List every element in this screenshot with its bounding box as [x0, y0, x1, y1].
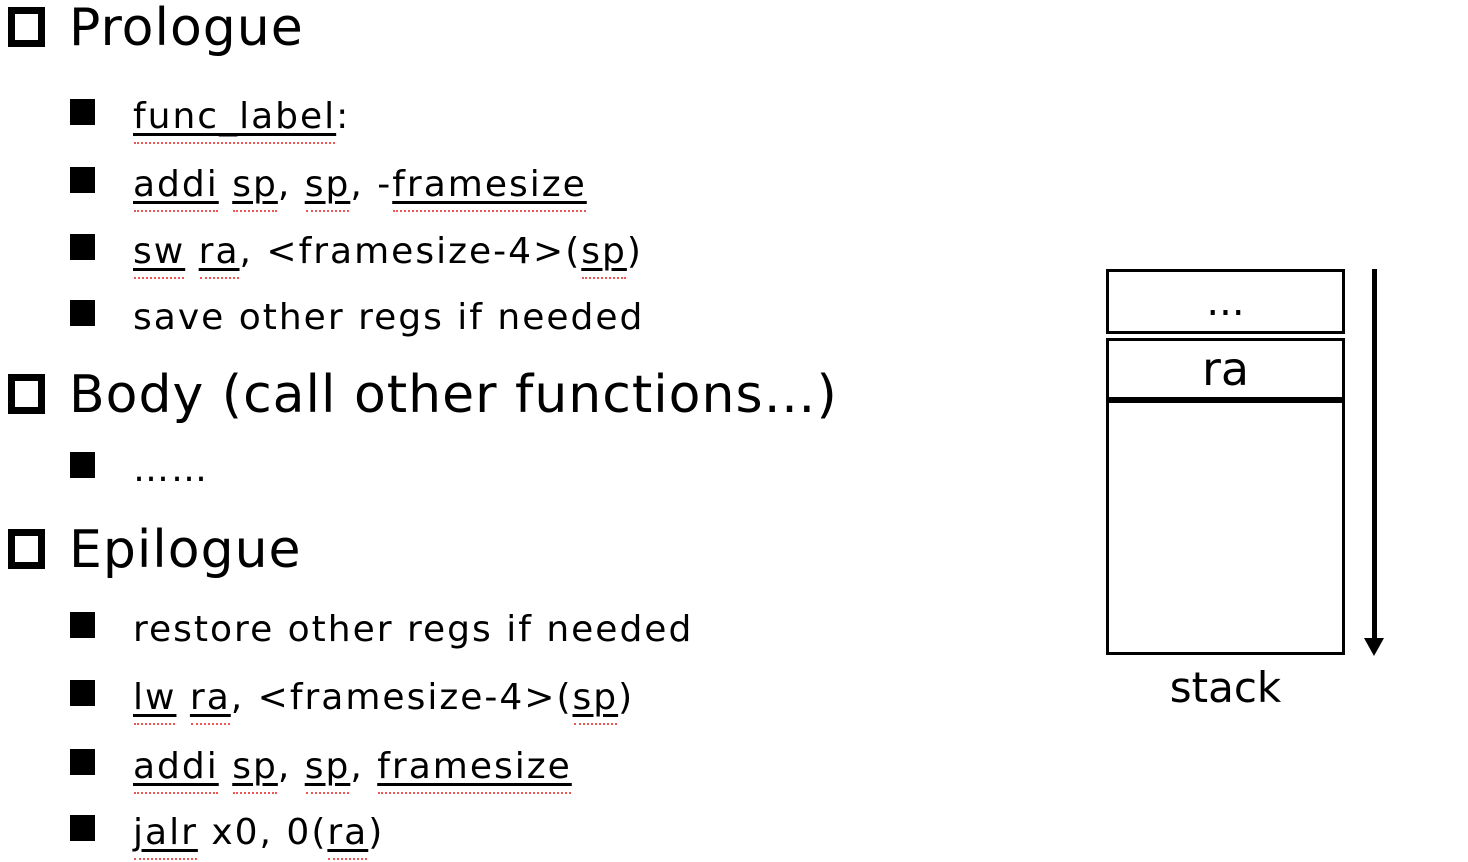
code-token: framesize — [392, 164, 587, 205]
down-arrow-icon — [1362, 269, 1390, 656]
filled-square-bullet-icon — [70, 452, 95, 478]
code-token: sp — [581, 231, 627, 272]
code-token: addi — [133, 746, 219, 787]
text-segment: : — [336, 96, 351, 137]
outline-item-text: jalr x0, 0(ra) — [133, 811, 384, 855]
outline-item-level2: func_label: — [0, 95, 350, 139]
text-segment: Prologue — [69, 0, 304, 58]
outline-item-level2: jalr x0, 0(ra) — [0, 811, 384, 855]
code-token: sp — [304, 164, 351, 205]
text-segment — [219, 164, 232, 205]
code-token: sp — [232, 164, 278, 205]
text-segment: , - — [350, 164, 393, 205]
code-token: ra — [189, 677, 231, 718]
outline-item-text: Epilogue — [69, 520, 302, 580]
text-segment: ) — [368, 812, 385, 853]
outline-item-text: addi sp, sp, framesize — [133, 745, 572, 789]
text-segment: , — [277, 164, 305, 205]
outline-item-level1: Prologue — [0, 0, 304, 58]
code-token: sw — [133, 231, 186, 272]
code-token: jalr — [133, 812, 198, 853]
outline-item-level2: sw ra, <framesize-4>(sp) — [0, 230, 643, 274]
hollow-square-bullet-icon — [8, 374, 45, 414]
filled-square-bullet-icon — [70, 99, 95, 125]
stack-caption: stack — [1169, 663, 1282, 712]
outline-item-level2: addi sp, sp, -framesize — [0, 163, 587, 207]
text-segment: restore other regs if needed — [133, 609, 694, 650]
stack-diagram: ... ra — [1106, 269, 1345, 655]
outline-item-text: Prologue — [69, 0, 304, 58]
text-segment: x0, 0( — [197, 812, 328, 853]
outline-item-text: …… — [133, 448, 209, 492]
text-segment: , — [350, 746, 378, 787]
text-segment: save other regs if needed — [133, 297, 645, 338]
filled-square-bullet-icon — [70, 680, 95, 706]
outline-item-text: addi sp, sp, -framesize — [133, 163, 587, 207]
text-segment: Body (call other functions…) — [69, 365, 838, 425]
filled-square-bullet-icon — [70, 749, 95, 775]
text-segment: ) — [618, 677, 635, 718]
code-token: addi — [133, 164, 219, 205]
outline-item-text: sw ra, <framesize-4>(sp) — [133, 230, 643, 274]
outline-item-text: Body (call other functions…) — [69, 365, 838, 425]
stack-cell-ra-label: ra — [1201, 342, 1250, 396]
filled-square-bullet-icon — [70, 612, 95, 638]
down-arrow-shaft — [1372, 269, 1377, 641]
stack-cell-dots: ... — [1106, 269, 1345, 334]
stack-cell-ra: ra — [1106, 338, 1345, 400]
outline-item-level1: Body (call other functions…) — [0, 365, 838, 425]
code-token: func_label — [133, 96, 337, 137]
stack-cell-empty — [1106, 400, 1345, 655]
text-segment: ) — [626, 231, 643, 272]
text-segment: , <framesize-4>( — [239, 231, 582, 272]
outline-item-level2: addi sp, sp, framesize — [0, 745, 572, 789]
code-token: lw — [133, 677, 177, 718]
filled-square-bullet-icon — [70, 234, 95, 260]
filled-square-bullet-icon — [70, 300, 95, 326]
outline-item-level2: lw ra, <framesize-4>(sp) — [0, 676, 634, 720]
text-segment — [219, 746, 232, 787]
code-token: ra — [198, 231, 240, 272]
outline-item-level2: …… — [0, 448, 209, 492]
code-token: sp — [304, 746, 351, 787]
code-token: framesize — [377, 746, 572, 787]
hollow-square-bullet-icon — [8, 7, 45, 47]
text-segment: Epilogue — [69, 520, 302, 580]
code-token: sp — [572, 677, 619, 718]
hollow-square-bullet-icon — [8, 529, 45, 569]
text-segment: , — [277, 746, 305, 787]
outline-item-level2: restore other regs if needed — [0, 608, 693, 652]
outline-item-level1: Epilogue — [0, 520, 302, 580]
text-segment: …… — [133, 449, 209, 490]
outline-item-level2: save other regs if needed — [0, 296, 644, 340]
filled-square-bullet-icon — [70, 167, 95, 193]
text-segment — [185, 231, 198, 272]
outline-item-text: func_label: — [133, 95, 350, 139]
stack-cell-dots-label: ... — [1206, 278, 1245, 325]
code-token: sp — [232, 746, 278, 787]
code-token: ra — [327, 812, 369, 853]
outline-item-text: lw ra, <framesize-4>(sp) — [133, 676, 634, 720]
outline-item-text: save other regs if needed — [133, 296, 644, 340]
filled-square-bullet-icon — [70, 815, 95, 841]
text-segment — [176, 677, 189, 718]
outline-item-text: restore other regs if needed — [133, 608, 693, 652]
down-arrow-head — [1364, 638, 1384, 656]
text-segment: , <framesize-4>( — [230, 677, 573, 718]
